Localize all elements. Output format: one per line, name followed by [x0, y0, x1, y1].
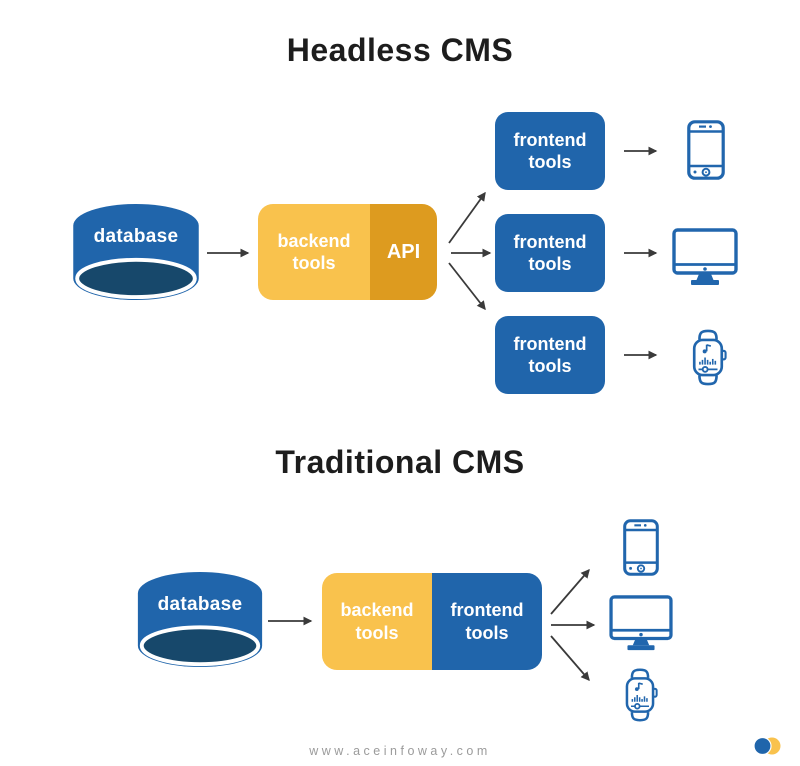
backend-tools-label: backend tools	[277, 230, 351, 274]
frontend-tools-label: frontend tools	[450, 600, 524, 643]
database-cylinder-icon	[137, 571, 263, 668]
backend-tools-segment: backend tools	[322, 573, 432, 670]
frontend-tools-box-2: frontend tools	[495, 214, 605, 292]
arrow-api-to-frontend-1	[448, 191, 486, 244]
smartphone-icon	[687, 120, 725, 180]
desktop-monitor-icon	[609, 595, 673, 653]
smartwatch-icon	[689, 329, 727, 386]
frontend-tools-label: frontend tools	[513, 231, 587, 275]
arrow-box-to-watch-traditional	[550, 635, 590, 682]
headless-backend-api-box: backend tools API	[258, 204, 437, 300]
website-url: www.aceinfoway.com	[309, 744, 491, 758]
frontend-tools-segment: frontend tools	[432, 573, 542, 670]
backend-tools-label: backend tools	[340, 600, 414, 643]
traditional-backend-frontend-box: backend tools frontend tools	[322, 573, 542, 670]
headless-cms-title: Headless CMS	[286, 32, 514, 68]
desktop-monitor-icon	[672, 228, 738, 288]
frontend-tools-box-1: frontend tools	[495, 112, 605, 190]
api-segment: API	[370, 204, 437, 300]
backend-tools-segment: backend tools	[258, 204, 370, 300]
database-cylinder-icon	[73, 203, 199, 301]
smartphone-icon	[623, 519, 659, 576]
aceinfoway-logo-icon	[753, 736, 783, 756]
arrow-api-to-frontend-3	[448, 262, 486, 311]
traditional-database: database	[136, 570, 264, 669]
database-label: database	[157, 594, 243, 615]
api-label: API	[386, 240, 421, 263]
frontend-tools-label: frontend tools	[513, 333, 587, 377]
traditional-cms-title: Traditional CMS	[275, 444, 525, 480]
smartwatch-icon	[622, 668, 658, 722]
database-label: database	[93, 226, 179, 247]
frontend-tools-box-3: frontend tools	[495, 316, 605, 394]
frontend-tools-label: frontend tools	[513, 129, 587, 173]
arrow-box-to-phone-traditional	[550, 568, 590, 615]
headless-database: database	[72, 202, 200, 302]
